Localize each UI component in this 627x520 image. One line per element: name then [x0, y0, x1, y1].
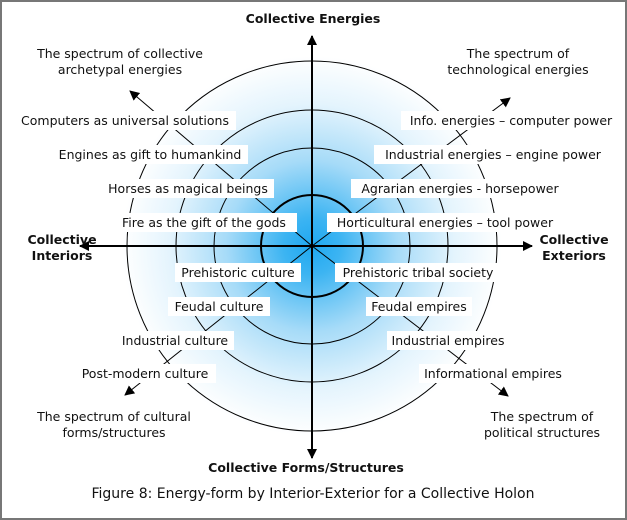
corner-bottom-left-2: forms/structures: [62, 425, 165, 440]
axis-label-right-2: Exteriors: [542, 248, 606, 263]
upper-right-label: Horticultural energies – tool power: [337, 215, 554, 230]
axis-label-right-1: Collective: [539, 232, 608, 247]
lower-right-label: Feudal empires: [371, 299, 467, 314]
axis-label-left-2: Interiors: [32, 248, 93, 263]
upper-left-label: Computers as universal solutions: [21, 113, 229, 128]
axis-label-bottom: Collective Forms/Structures: [208, 460, 404, 475]
axes: [79, 35, 533, 459]
lower-left-label: Prehistoric culture: [181, 265, 295, 280]
upper-right-label: Agrarian energies - horsepower: [361, 181, 559, 196]
corner-top-right-2: technological energies: [447, 62, 588, 77]
axis-label-left-1: Collective: [27, 232, 96, 247]
lower-left-label: Feudal culture: [175, 299, 264, 314]
figure-caption: Figure 8: Energy-form by Interior-Exteri…: [92, 486, 535, 502]
corner-bottom-right-2: political structures: [484, 425, 600, 440]
corner-top-left-1: The spectrum of collective: [36, 46, 203, 61]
lower-right-label: Prehistoric tribal society: [343, 265, 494, 280]
axis-label-top: Collective Energies: [246, 11, 381, 26]
corner-bottom-left-1: The spectrum of cultural: [36, 409, 191, 424]
lower-right-label: Informational empires: [424, 366, 562, 381]
lower-right-label: Industrial empires: [392, 333, 505, 348]
label-backgrounds: [14, 111, 621, 383]
corner-top-left-2: archetypal energies: [58, 62, 182, 77]
lower-left-label: Post-modern culture: [82, 366, 209, 381]
upper-left-label: Horses as magical beings: [108, 181, 268, 196]
upper-right-label: Info. energies – computer power: [410, 113, 613, 128]
upper-left-label: Fire as the gift of the gods: [122, 215, 286, 230]
upper-right-label: Industrial energies – engine power: [385, 147, 602, 162]
corner-top-right-1: The spectrum of: [466, 46, 570, 61]
upper-left-label: Engines as gift to humankind: [59, 147, 242, 162]
corner-bottom-right-1: The spectrum of: [490, 409, 594, 424]
lower-left-label: Industrial culture: [122, 333, 229, 348]
